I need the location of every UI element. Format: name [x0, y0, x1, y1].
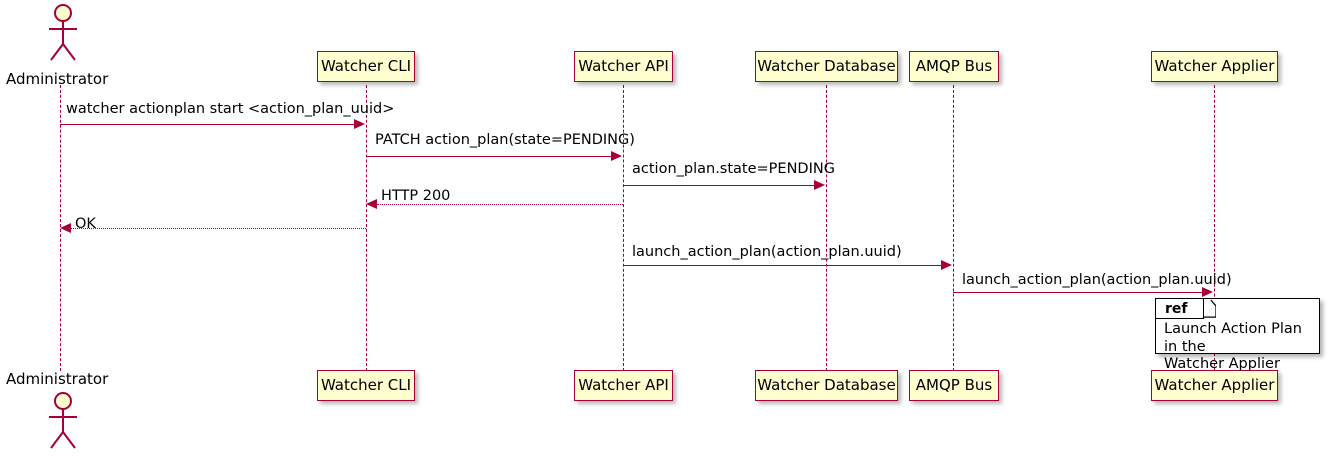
message-arrowhead-3: [814, 180, 825, 190]
message-label-1: watcher actionplan start <action_plan_uu…: [66, 101, 395, 117]
message-arrowhead-5: [60, 223, 71, 233]
participant-watcher-applier-bottom[interactable]: Watcher Applier: [1151, 370, 1278, 401]
participant-amqp-bus-top[interactable]: AMQP Bus: [909, 51, 999, 82]
participant-label: Watcher API: [578, 57, 669, 75]
message-arrowhead-7: [1202, 287, 1213, 297]
ref-fragment-text: Launch Action Plan in the Watcher Applie…: [1164, 321, 1302, 373]
participant-amqp-bus-bottom[interactable]: AMQP Bus: [909, 370, 999, 401]
participant-watcher-api-bottom[interactable]: Watcher API: [574, 370, 673, 401]
message-label-7: launch_action_plan(action_plan.uuid): [962, 272, 1232, 288]
participant-watcher-cli-bottom[interactable]: Watcher CLI: [317, 370, 415, 401]
message-line-6: [623, 265, 942, 266]
actor-administrator-top[interactable]: [38, 2, 84, 68]
message-line-3: [623, 185, 815, 186]
message-line-7: [953, 292, 1203, 293]
participant-label: Watcher API: [578, 376, 669, 394]
message-arrowhead-6: [941, 260, 952, 270]
participant-watcher-database-top[interactable]: Watcher Database: [755, 51, 898, 82]
message-arrowhead-1: [354, 119, 365, 129]
participant-label: AMQP Bus: [915, 376, 993, 394]
ref-fragment-tab-notch-icon: [1204, 299, 1216, 319]
lifeline-watcher-cli: [366, 85, 367, 371]
actor-administrator-bottom[interactable]: [38, 390, 84, 456]
participant-label: Watcher Applier: [1154, 376, 1275, 394]
ref-fragment-operator-label: ref: [1165, 300, 1188, 317]
message-arrowhead-4: [366, 199, 377, 209]
message-label-6: launch_action_plan(action_plan.uuid): [632, 244, 902, 260]
participant-watcher-database-bottom[interactable]: Watcher Database: [755, 370, 898, 401]
message-label-4: HTTP 200: [381, 188, 451, 204]
message-line-1: [60, 124, 355, 125]
actor-label-administrator-bottom: Administrator: [6, 370, 109, 388]
lifeline-watcher-database: [826, 85, 827, 371]
message-line-4: [377, 204, 623, 205]
message-label-2: PATCH action_plan(state=PENDING): [375, 132, 635, 148]
message-line-2: [366, 156, 612, 157]
message-label-5: OK: [75, 216, 96, 232]
lifeline-watcher-applier: [1214, 85, 1215, 371]
participant-label: Watcher CLI: [320, 57, 412, 75]
participant-label: Watcher Database: [757, 57, 896, 75]
participant-label: AMQP Bus: [915, 57, 993, 75]
participant-watcher-applier-top[interactable]: Watcher Applier: [1151, 51, 1278, 82]
lifeline-watcher-api: [623, 85, 624, 371]
actor-stick-figure-icon: [49, 4, 77, 61]
ref-fragment-operator-tab: ref: [1156, 299, 1204, 319]
participant-label: Watcher CLI: [320, 376, 412, 394]
actor-stick-figure-icon: [49, 392, 77, 449]
message-line-5: [71, 228, 366, 229]
participant-label: Watcher Applier: [1154, 57, 1275, 75]
participant-label: Watcher Database: [757, 376, 896, 394]
participant-watcher-api-top[interactable]: Watcher API: [574, 51, 673, 82]
lifeline-amqp-bus: [953, 85, 954, 371]
message-label-3: action_plan.state=PENDING: [632, 161, 835, 177]
participant-watcher-cli-top[interactable]: Watcher CLI: [317, 51, 415, 82]
actor-label-administrator-top: Administrator: [6, 70, 109, 88]
ref-fragment-box[interactable]: ref Launch Action Plan in the Watcher Ap…: [1155, 298, 1320, 372]
message-arrowhead-2: [611, 151, 622, 161]
